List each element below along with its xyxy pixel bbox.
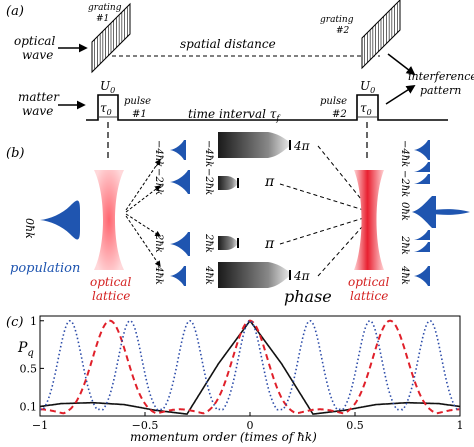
grating2-number: #2 (336, 26, 350, 36)
panel-b-label: (b) (6, 146, 24, 161)
phase-pi-bottom: π (264, 236, 275, 252)
converge-arrows (279, 145, 372, 277)
interference-label-line1: interference (408, 70, 474, 83)
optical-wave-label-line2: wave (22, 48, 53, 62)
x-tick-label: −0.5 (132, 419, 159, 432)
grating1-label: grating (88, 3, 122, 13)
right-order-labels: −4ħk −2ħk 0ħk 2ħk 4ħk (399, 140, 410, 285)
y-tick-label: 0.5 (20, 362, 38, 375)
x-tick-label: 0 (247, 419, 254, 432)
x-tick-label: 1 (457, 419, 464, 432)
fanout-arrows (125, 159, 162, 267)
grating2-label: grating (320, 15, 354, 25)
phase-4pi-bottom: 4π (293, 269, 311, 283)
phase-pi-top: π (264, 174, 275, 190)
panel-b: (b) 0ħk population optical lattice −4ħk … (6, 132, 470, 306)
y-tick-label: 0.1 (20, 400, 38, 413)
pulse1-label: pulse (124, 96, 151, 107)
interference-label-line2: pattern (420, 84, 461, 97)
right-order-label: 4ħk (399, 265, 410, 285)
optical-lattice-left-line1: optical (90, 275, 131, 289)
left-order-label: −4ħk (153, 140, 164, 167)
pulse2-tau0: τ0 (360, 101, 372, 117)
series-solid (39, 319, 461, 415)
left-order-label: −2ħk (153, 168, 164, 195)
mid-order-label: 2ħk (203, 233, 214, 253)
series-dashed (40, 319, 460, 415)
optical-lattice-left-line2: lattice (92, 289, 130, 303)
mid-order-labels: −4ħk −2ħk 2ħk 4ħk (203, 140, 214, 285)
phase-bar-top (218, 132, 290, 158)
matter-wave-label-line2: wave (22, 104, 53, 118)
optical-lattice-right-line2: lattice (350, 289, 388, 303)
optical-lattice-left (94, 170, 124, 270)
x-tick-label: −1 (32, 419, 48, 432)
phase-bar-lower-small (218, 236, 238, 250)
pulse2-U0: U0 (360, 79, 375, 95)
mid-order-label: 4ħk (203, 265, 214, 285)
pulse1-tau0: τ0 (100, 101, 112, 117)
optical-wave-label-line1: optical (14, 34, 55, 48)
zero-order-label: 0ħk (23, 218, 36, 239)
chart-ylabel: Pq (17, 340, 34, 359)
mid-order-label: −4ħk (203, 140, 214, 167)
pulse-train (86, 94, 448, 121)
y-tick-label: 1 (30, 315, 37, 328)
pulse2-label: pulse (320, 96, 347, 107)
chart-ticks: −1 −0.5 0 0.5 1 0.1 0.5 1 (20, 315, 464, 432)
phase-bars (218, 132, 291, 288)
interference-arrow-bottom (385, 85, 416, 105)
pulse2-number: #2 (332, 109, 347, 120)
right-order-label: 0ħk (399, 202, 410, 221)
pulse1-number: #1 (132, 109, 147, 120)
mid-order-label: −2ħk (203, 168, 214, 195)
panel-a-label: (a) (6, 4, 24, 19)
left-order-label: 4ħk (153, 265, 164, 285)
spatial-distance-label: spatial distance (180, 37, 276, 51)
optical-lattice-right (354, 170, 384, 270)
panel-c: (c) Pq −1 −0.5 0 0.5 1 0.1 0.5 1 momentum order… (6, 315, 464, 444)
left-order-humps (170, 140, 190, 286)
left-order-labels: −4ħk −2ħk 2ħk 4ħk (153, 140, 164, 285)
x-tick-label: 0.5 (346, 419, 364, 432)
panel-c-label: (c) (6, 315, 23, 330)
phase-bar-upper-small (218, 176, 238, 190)
grating1-icon (91, 2, 131, 74)
series-dotted (39, 319, 461, 411)
right-order-label: −2ħk (399, 170, 410, 197)
chart-series (39, 319, 461, 415)
chart-frame (39, 315, 461, 417)
grating2-icon (361, 0, 401, 70)
panel-a: (a) optical wave grating #1 spatial dist… (6, 0, 474, 162)
right-order-label: 2ħk (399, 235, 410, 255)
optical-lattice-right-line1: optical (348, 275, 389, 289)
right-order-humps (412, 140, 470, 286)
population-label: population (10, 261, 80, 276)
pulse1-U0: U0 (100, 79, 115, 95)
phase-label: phase (284, 287, 332, 306)
right-order-label: −4ħk (399, 140, 410, 167)
grating1-number: #1 (96, 14, 109, 24)
time-interval-label: time interval τf (188, 107, 281, 123)
phase-bar-bottom (218, 262, 290, 288)
interference-arrow-top (387, 53, 416, 76)
chart-xlabel: momentum order (times of ħk) (130, 430, 317, 444)
population-distribution (40, 200, 80, 240)
phase-4pi-top: 4π (293, 139, 311, 153)
matter-wave-label-line1: matter (18, 90, 60, 104)
left-order-label: 2ħk (153, 233, 164, 253)
